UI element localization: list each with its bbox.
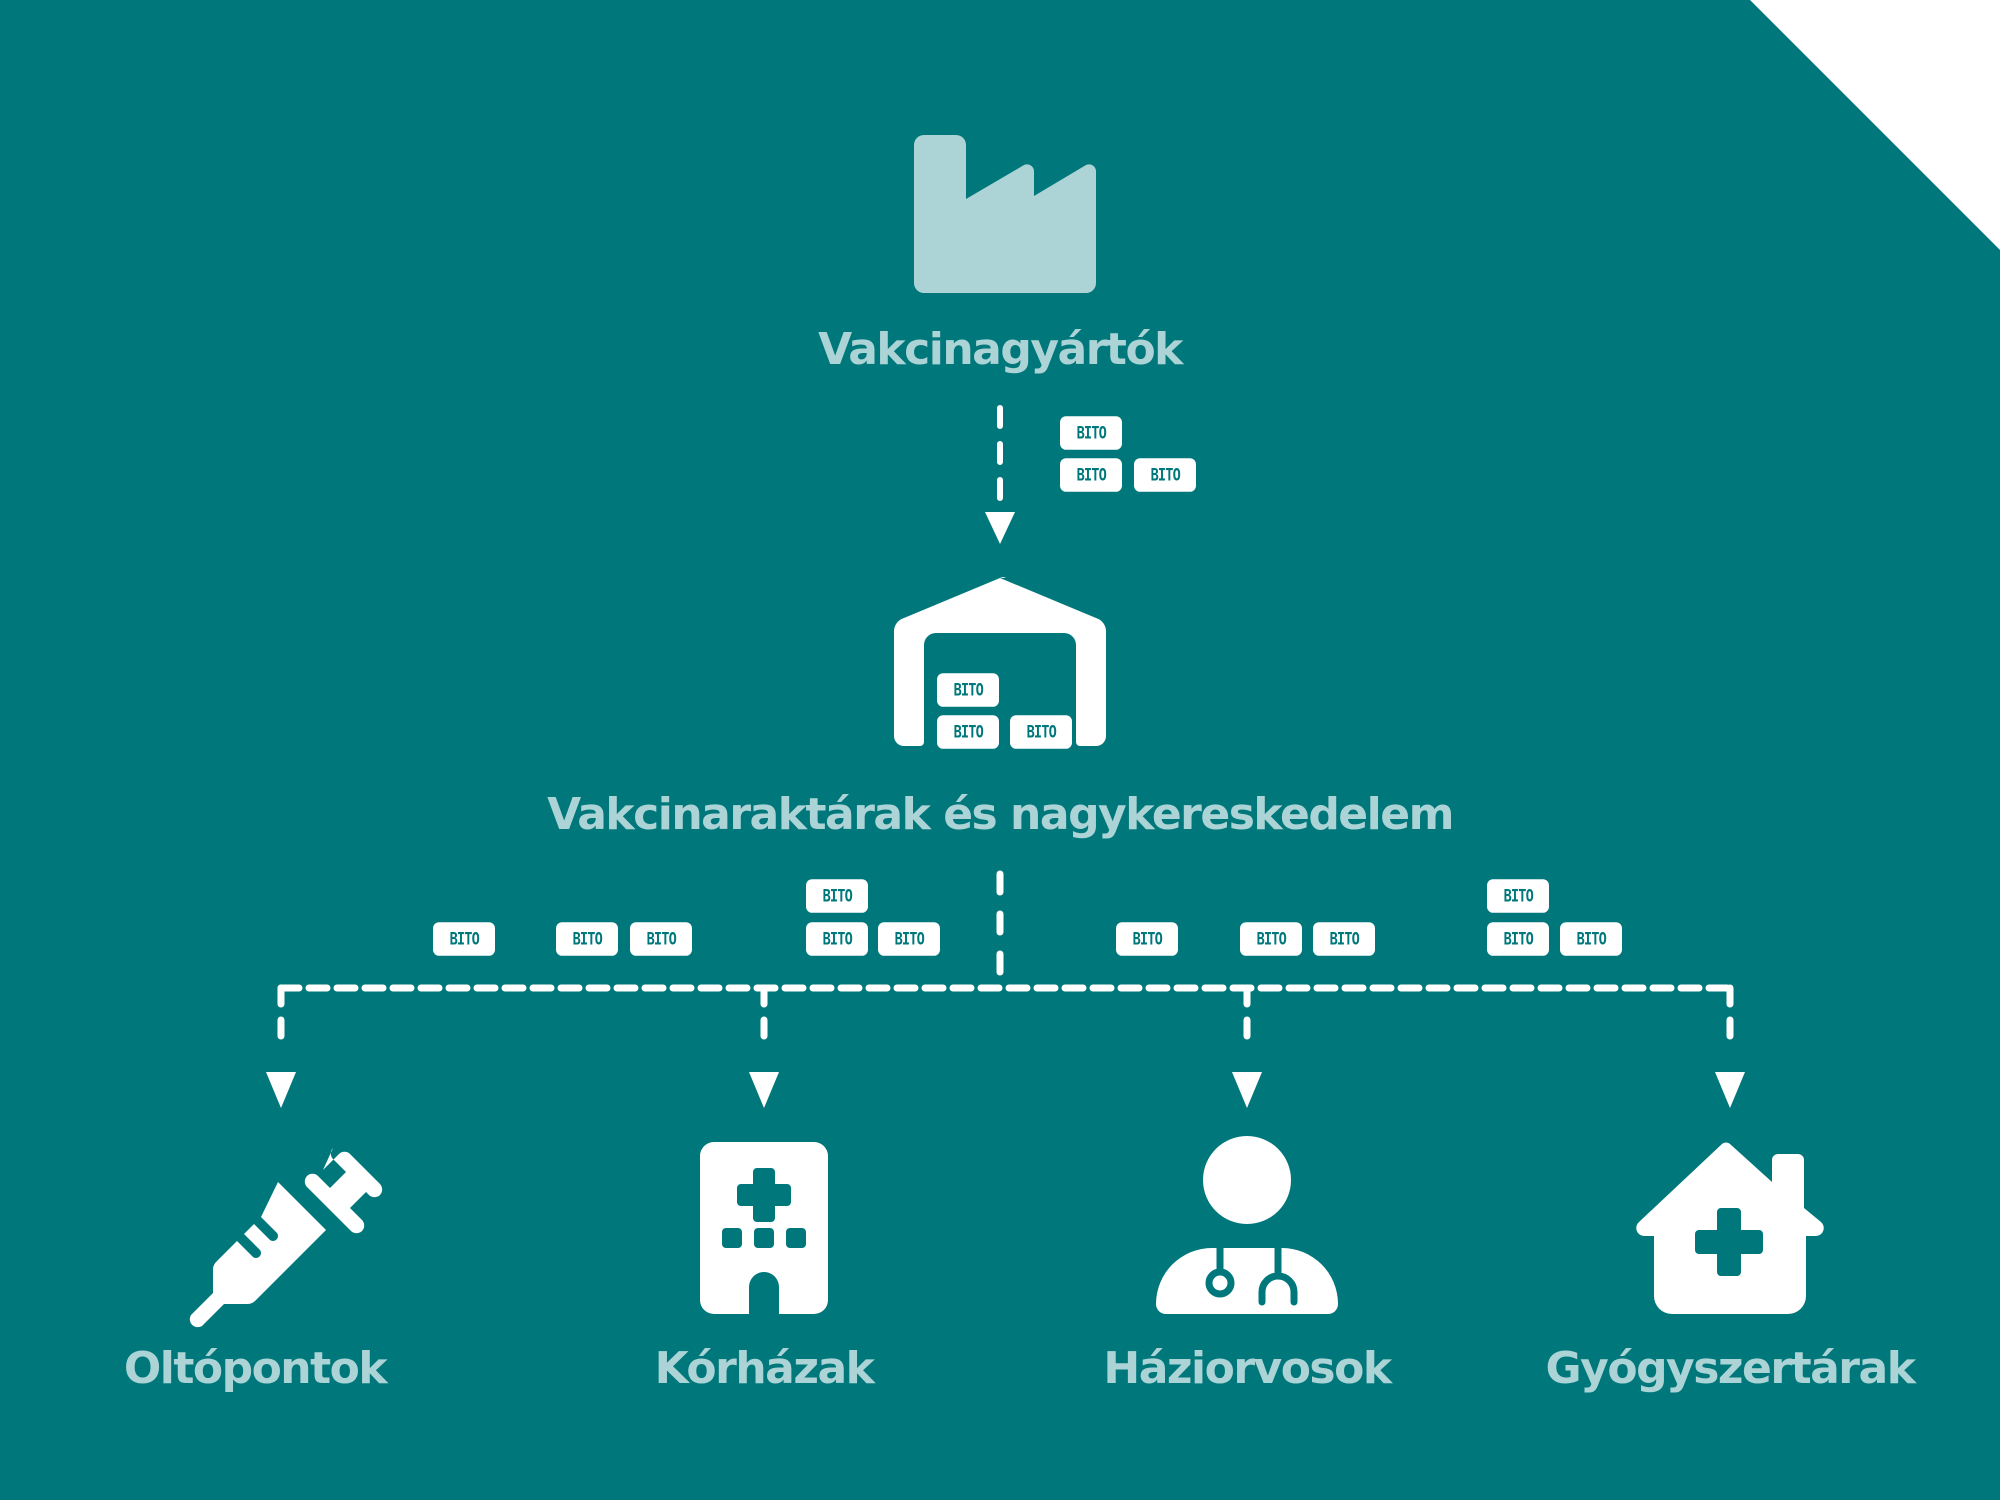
syringe-icon [189, 1148, 383, 1328]
arrowhead-korhazak [749, 1072, 779, 1108]
bito-box: BITO [1116, 922, 1178, 956]
bito-box: BITO [1010, 715, 1072, 749]
warehouse-icon [893, 577, 1107, 746]
bito-box: BITO [1060, 416, 1122, 450]
bito-box: BITO [556, 922, 618, 956]
node-label-haziorvosok: Háziorvosok [1103, 1343, 1392, 1394]
connector-manufacturer-to-warehouse [985, 405, 1015, 544]
node-label-gyogyszertarak: Gyógyszertárak [1545, 1343, 1916, 1394]
node-label-manufacturers: Vakcinagyártók [818, 324, 1183, 375]
node-label-korhazak: Kórházak [654, 1343, 875, 1394]
arrowhead-haziorvosok [1232, 1072, 1262, 1108]
arrowhead [985, 512, 1015, 544]
bito-box: BITO [806, 922, 868, 956]
bito-box: BITO [1134, 458, 1196, 492]
bito-box: BITO [433, 922, 495, 956]
node-label-warehouses: Vakcinaraktárak és nagykereskedelem [547, 789, 1454, 840]
arrowhead-oltopontok [266, 1072, 296, 1108]
bito-box: BITO [806, 879, 868, 913]
bito-box: BITO [937, 673, 999, 707]
doctor-icon [1156, 1136, 1338, 1314]
bito-box: BITO [630, 922, 692, 956]
bito-box: BITO [937, 715, 999, 749]
distribution-connectors [277, 870, 1734, 1054]
factory-icon [914, 135, 1096, 293]
bito-box: BITO [1313, 922, 1375, 956]
bito-box: BITO [1487, 922, 1549, 956]
bito-box: BITO [1060, 458, 1122, 492]
pharmacy-house-icon [1636, 1142, 1824, 1314]
bito-box: BITO [1240, 922, 1302, 956]
bito-box: BITO [1487, 879, 1549, 913]
node-label-oltopontok: Oltópontok [123, 1343, 388, 1394]
bito-box: BITO [1560, 922, 1622, 956]
bito-box: BITO [878, 922, 940, 956]
arrowhead-gyogyszertarak [1715, 1072, 1745, 1108]
hospital-icon [700, 1142, 828, 1314]
